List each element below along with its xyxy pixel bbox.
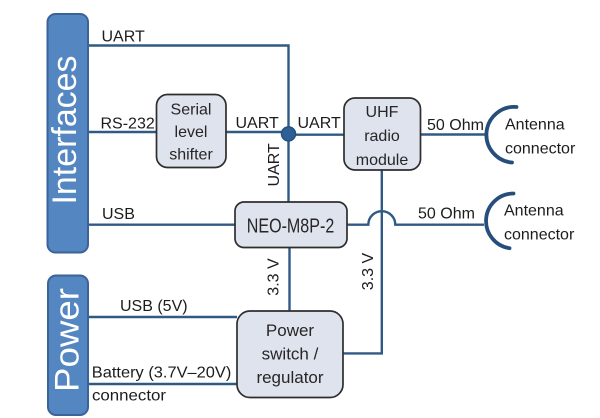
svg-text:USB (5V): USB (5V): [120, 298, 188, 315]
svg-text:Power: Power: [266, 321, 315, 340]
svg-text:RS-232: RS-232: [101, 116, 155, 133]
svg-text:Battery (3.7V–20V): Battery (3.7V–20V): [92, 365, 232, 382]
svg-text:UART: UART: [236, 115, 279, 132]
svg-text:Antenna: Antenna: [504, 203, 564, 220]
svg-text:radio: radio: [364, 128, 400, 145]
svg-text:3.3 V: 3.3 V: [266, 258, 283, 296]
svg-text:Serial: Serial: [171, 102, 212, 119]
svg-text:UART: UART: [298, 115, 341, 132]
svg-text:switch /: switch /: [262, 345, 319, 364]
svg-text:Power: Power: [49, 288, 87, 392]
svg-text:UHF: UHF: [366, 104, 399, 121]
svg-text:50 Ohm: 50 Ohm: [418, 205, 475, 222]
svg-text:USB: USB: [102, 206, 135, 223]
svg-text:shifter: shifter: [169, 147, 213, 164]
svg-text:UART: UART: [266, 143, 283, 186]
svg-text:module: module: [356, 152, 409, 169]
svg-text:UART: UART: [102, 29, 145, 46]
svg-text:regulator: regulator: [256, 368, 323, 387]
svg-text:Antenna: Antenna: [505, 117, 565, 134]
svg-text:connector: connector: [92, 388, 167, 405]
svg-text:level: level: [175, 124, 208, 141]
svg-text:NEO-M8P-2: NEO-M8P-2: [247, 216, 335, 238]
svg-text:connector: connector: [505, 141, 576, 158]
svg-text:Interfaces: Interfaces: [46, 56, 84, 205]
svg-text:50 Ohm: 50 Ohm: [427, 117, 484, 134]
svg-text:connector: connector: [504, 227, 575, 244]
svg-text:3.3 V: 3.3 V: [360, 252, 377, 290]
